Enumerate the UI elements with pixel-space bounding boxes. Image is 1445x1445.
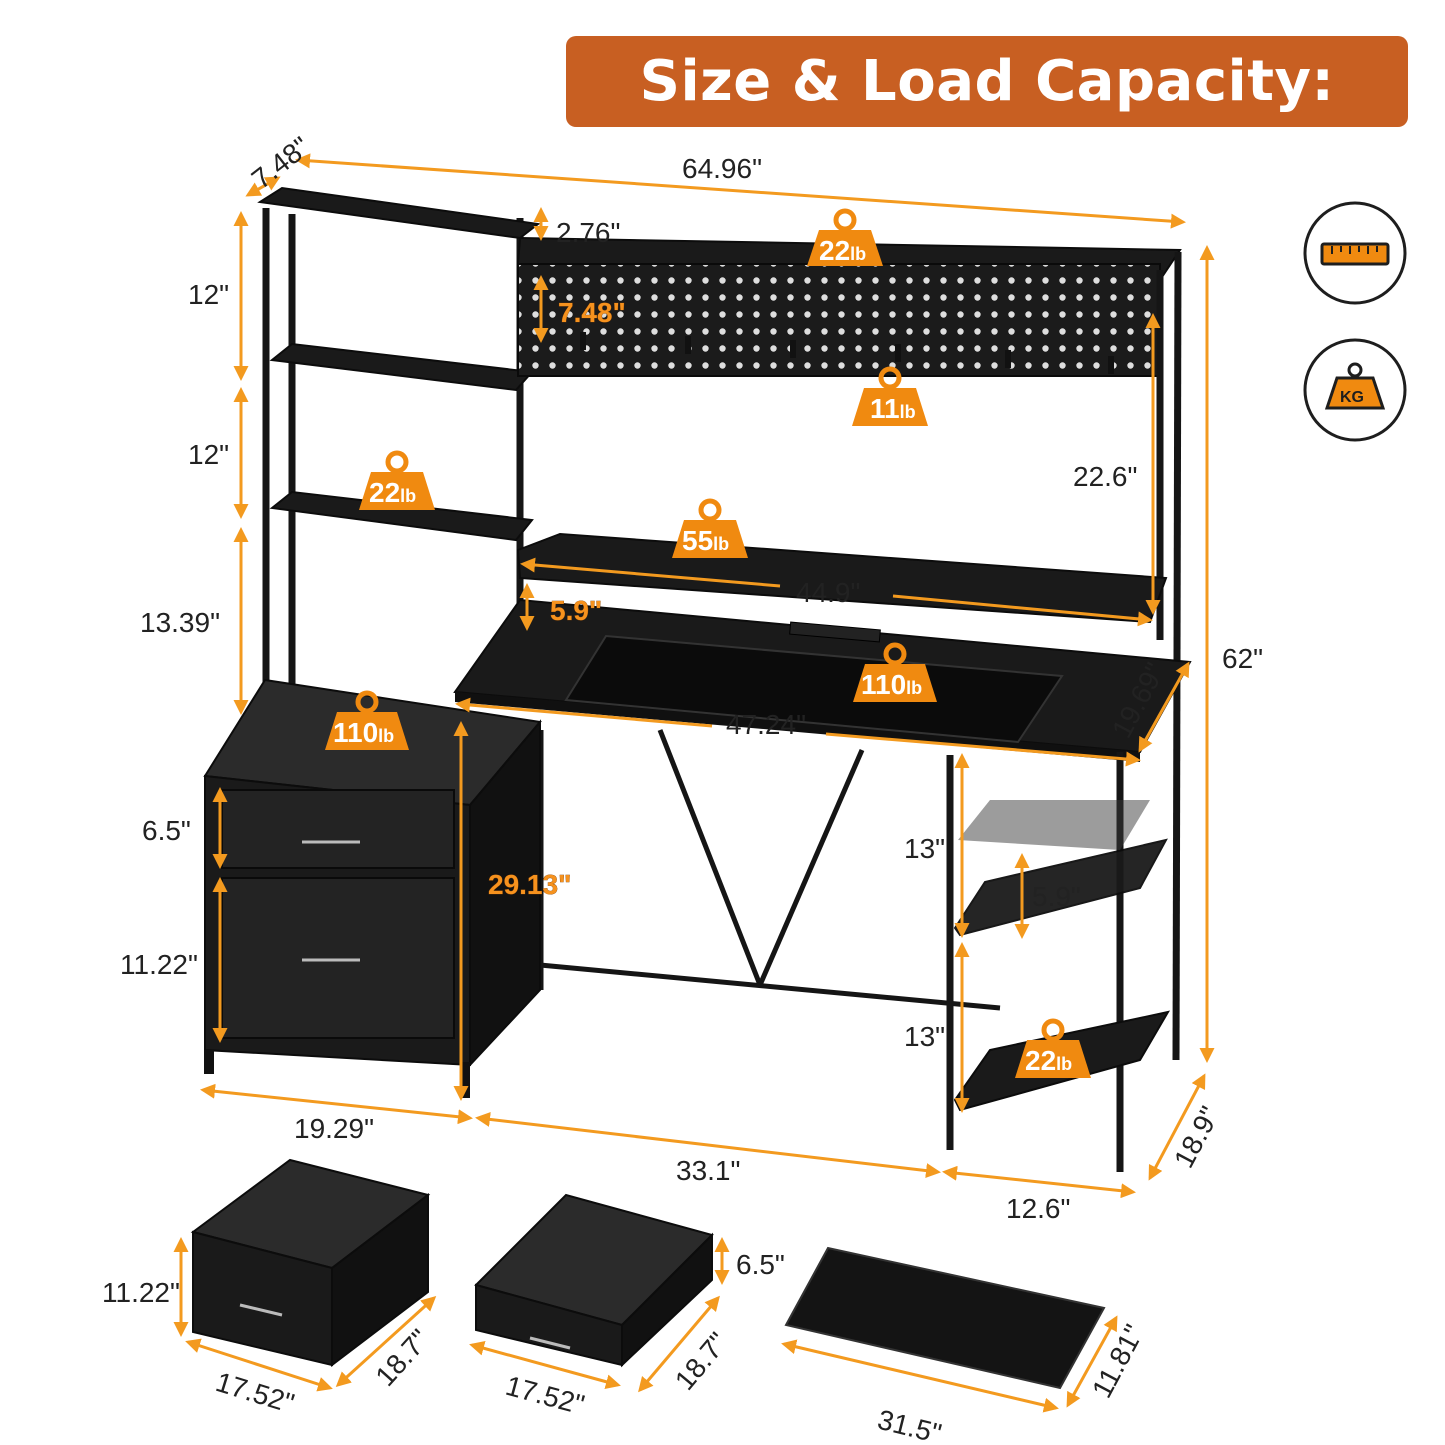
dim-hutch-w: 44.9" [796,577,860,608]
dim-mat-depth: 11.81" [1086,1319,1150,1402]
desk-mat [784,1246,1106,1390]
dim-knee-width: 33.1" [676,1155,740,1186]
dim-depth-top: 7.48" [246,131,316,195]
dim-small-drawer-d: 18.7" [669,1327,734,1396]
weight-unit: lb [713,534,729,554]
weight-unit: lb [906,678,922,698]
ruler-icon [1303,201,1407,305]
dim-side-shelf-gap: 5.9" [1032,881,1081,912]
svg-text:110lb: 110lb [333,717,394,748]
kg-label: KG [1340,389,1364,406]
dim-side-shelf-h2: 13" [904,1021,945,1052]
dim-side-shelf-h1: 13" [904,833,945,864]
dim-side-width: 12.6" [1006,1193,1070,1224]
svg-text:22lb: 22lb [1025,1045,1072,1076]
weight-unit: lb [850,244,866,264]
svg-text:22lb: 22lb [819,235,866,266]
left-bookshelf [257,186,541,700]
dim-shelf-h1: 12" [188,279,229,310]
dim-big-drawer-d: 18.7" [369,1323,435,1392]
dimension-lines [173,153,1215,1413]
svg-text:110lb: 110lb [861,669,922,700]
weight-value: 22 [1025,1045,1056,1076]
weight-value: 110 [861,669,906,700]
dim-leg-height: 29.13" [488,869,571,900]
weight-badge-left-shelf: 22lb [359,450,435,510]
weight-unit: lb [900,402,916,422]
weight-badge-hutch-shelf: 55lb [672,498,748,558]
dim-pegboard-h: 7.48" [558,297,626,328]
dim-small-drawer-h: 6.5" [736,1249,785,1280]
weight-unit: lb [378,726,394,746]
weight-value: 55 [682,525,713,556]
kg-weight-icon: KG [1303,338,1407,442]
dim-total-height: 62" [1222,643,1263,674]
weight-badges: 22lb 11lb 22lb 55lb 110lb [325,208,1091,1078]
weight-value: 22 [819,235,850,266]
banner-title: Size & Load Capacity: [566,36,1408,127]
weight-badge-side-shelf: 22lb [1015,1018,1091,1078]
dimension-labels: 7.48" 64.96" 12" 12" 13.39" 6.5" 11.22" … [102,131,1263,1445]
weight-value: 11 [870,393,900,424]
dim-drawer-bottom-h: 11.22" [120,949,198,980]
weight-badge-pegboard: 11lb [852,366,928,426]
dim-riser-gap: 5.9" [550,595,602,626]
svg-text:11lb: 11lb [870,393,916,424]
svg-text:55lb: 55lb [682,525,729,556]
drawer-large [190,1158,431,1368]
weight-value: 110 [333,717,378,748]
drawer-small [474,1193,714,1368]
weight-unit: lb [400,486,416,506]
dim-total-width: 64.96" [682,153,762,184]
dim-cabinet-width: 19.29" [294,1113,374,1144]
dim-shelf-h3: 13.39" [140,607,220,638]
dim-small-drawer-w: 17.52" [502,1370,587,1421]
dim-shelf-gap-top: 2.76" [556,217,620,248]
dim-drawer-top-h: 6.5" [142,815,191,846]
dim-desk-width: 47.24" [726,709,806,740]
dim-mat-width: 31.5" [875,1404,945,1445]
dim-hutch-h: 22.6" [1073,461,1137,492]
dim-big-drawer-h: 11.22" [102,1277,180,1308]
svg-text:22lb: 22lb [369,477,416,508]
weight-badge-desktop: 110lb [853,642,937,702]
dim-shelf-h2: 12" [188,439,229,470]
weight-badge-cabinet: 110lb [325,690,409,750]
weight-badge-top-shelf: 22lb [807,208,883,266]
weight-unit: lb [1056,1054,1072,1074]
weight-value: 22 [369,477,400,508]
dim-overall-depth: 18.9" [1168,1101,1226,1172]
